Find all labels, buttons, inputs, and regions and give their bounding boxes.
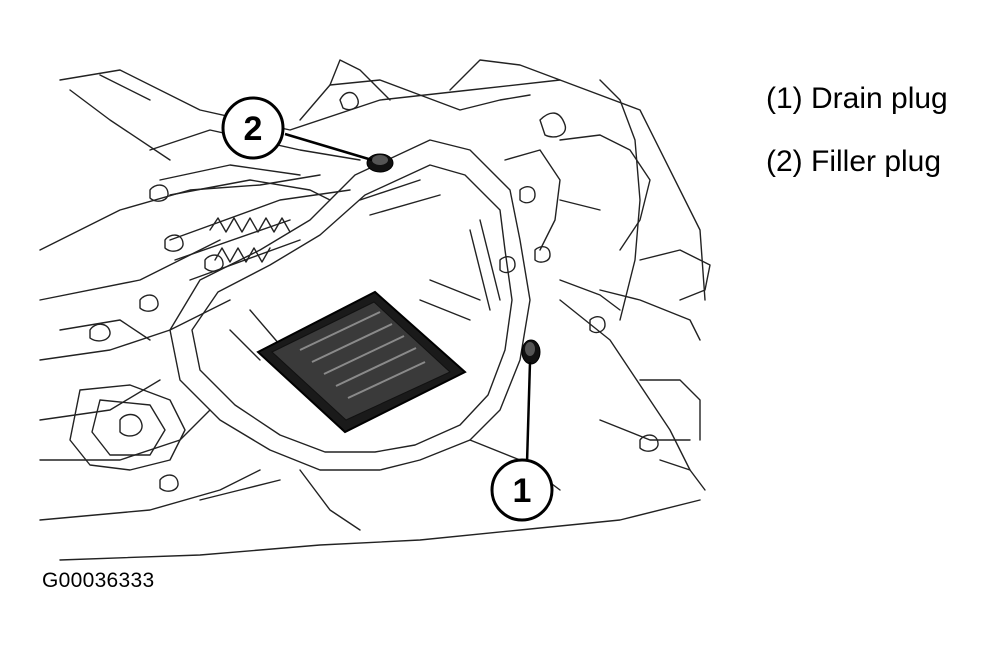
- drain-plug: [521, 339, 541, 365]
- callout-2-number: 2: [244, 110, 263, 148]
- callout-1: 1: [490, 458, 554, 522]
- figure-id: G00036333: [42, 569, 155, 592]
- callout-2-leader: [284, 132, 373, 162]
- filler-plug: [366, 153, 394, 173]
- drawing-background-lines: [39, 59, 711, 561]
- warning-label-plate: [256, 290, 467, 434]
- legend-drain-plug: (1) Drain plug: [766, 82, 948, 115]
- callout-1-leader: [525, 361, 532, 464]
- legend-filler-plug: (2) Filler plug: [766, 145, 942, 178]
- callout-2: 2: [221, 96, 285, 160]
- callout-1-number: 1: [513, 472, 532, 510]
